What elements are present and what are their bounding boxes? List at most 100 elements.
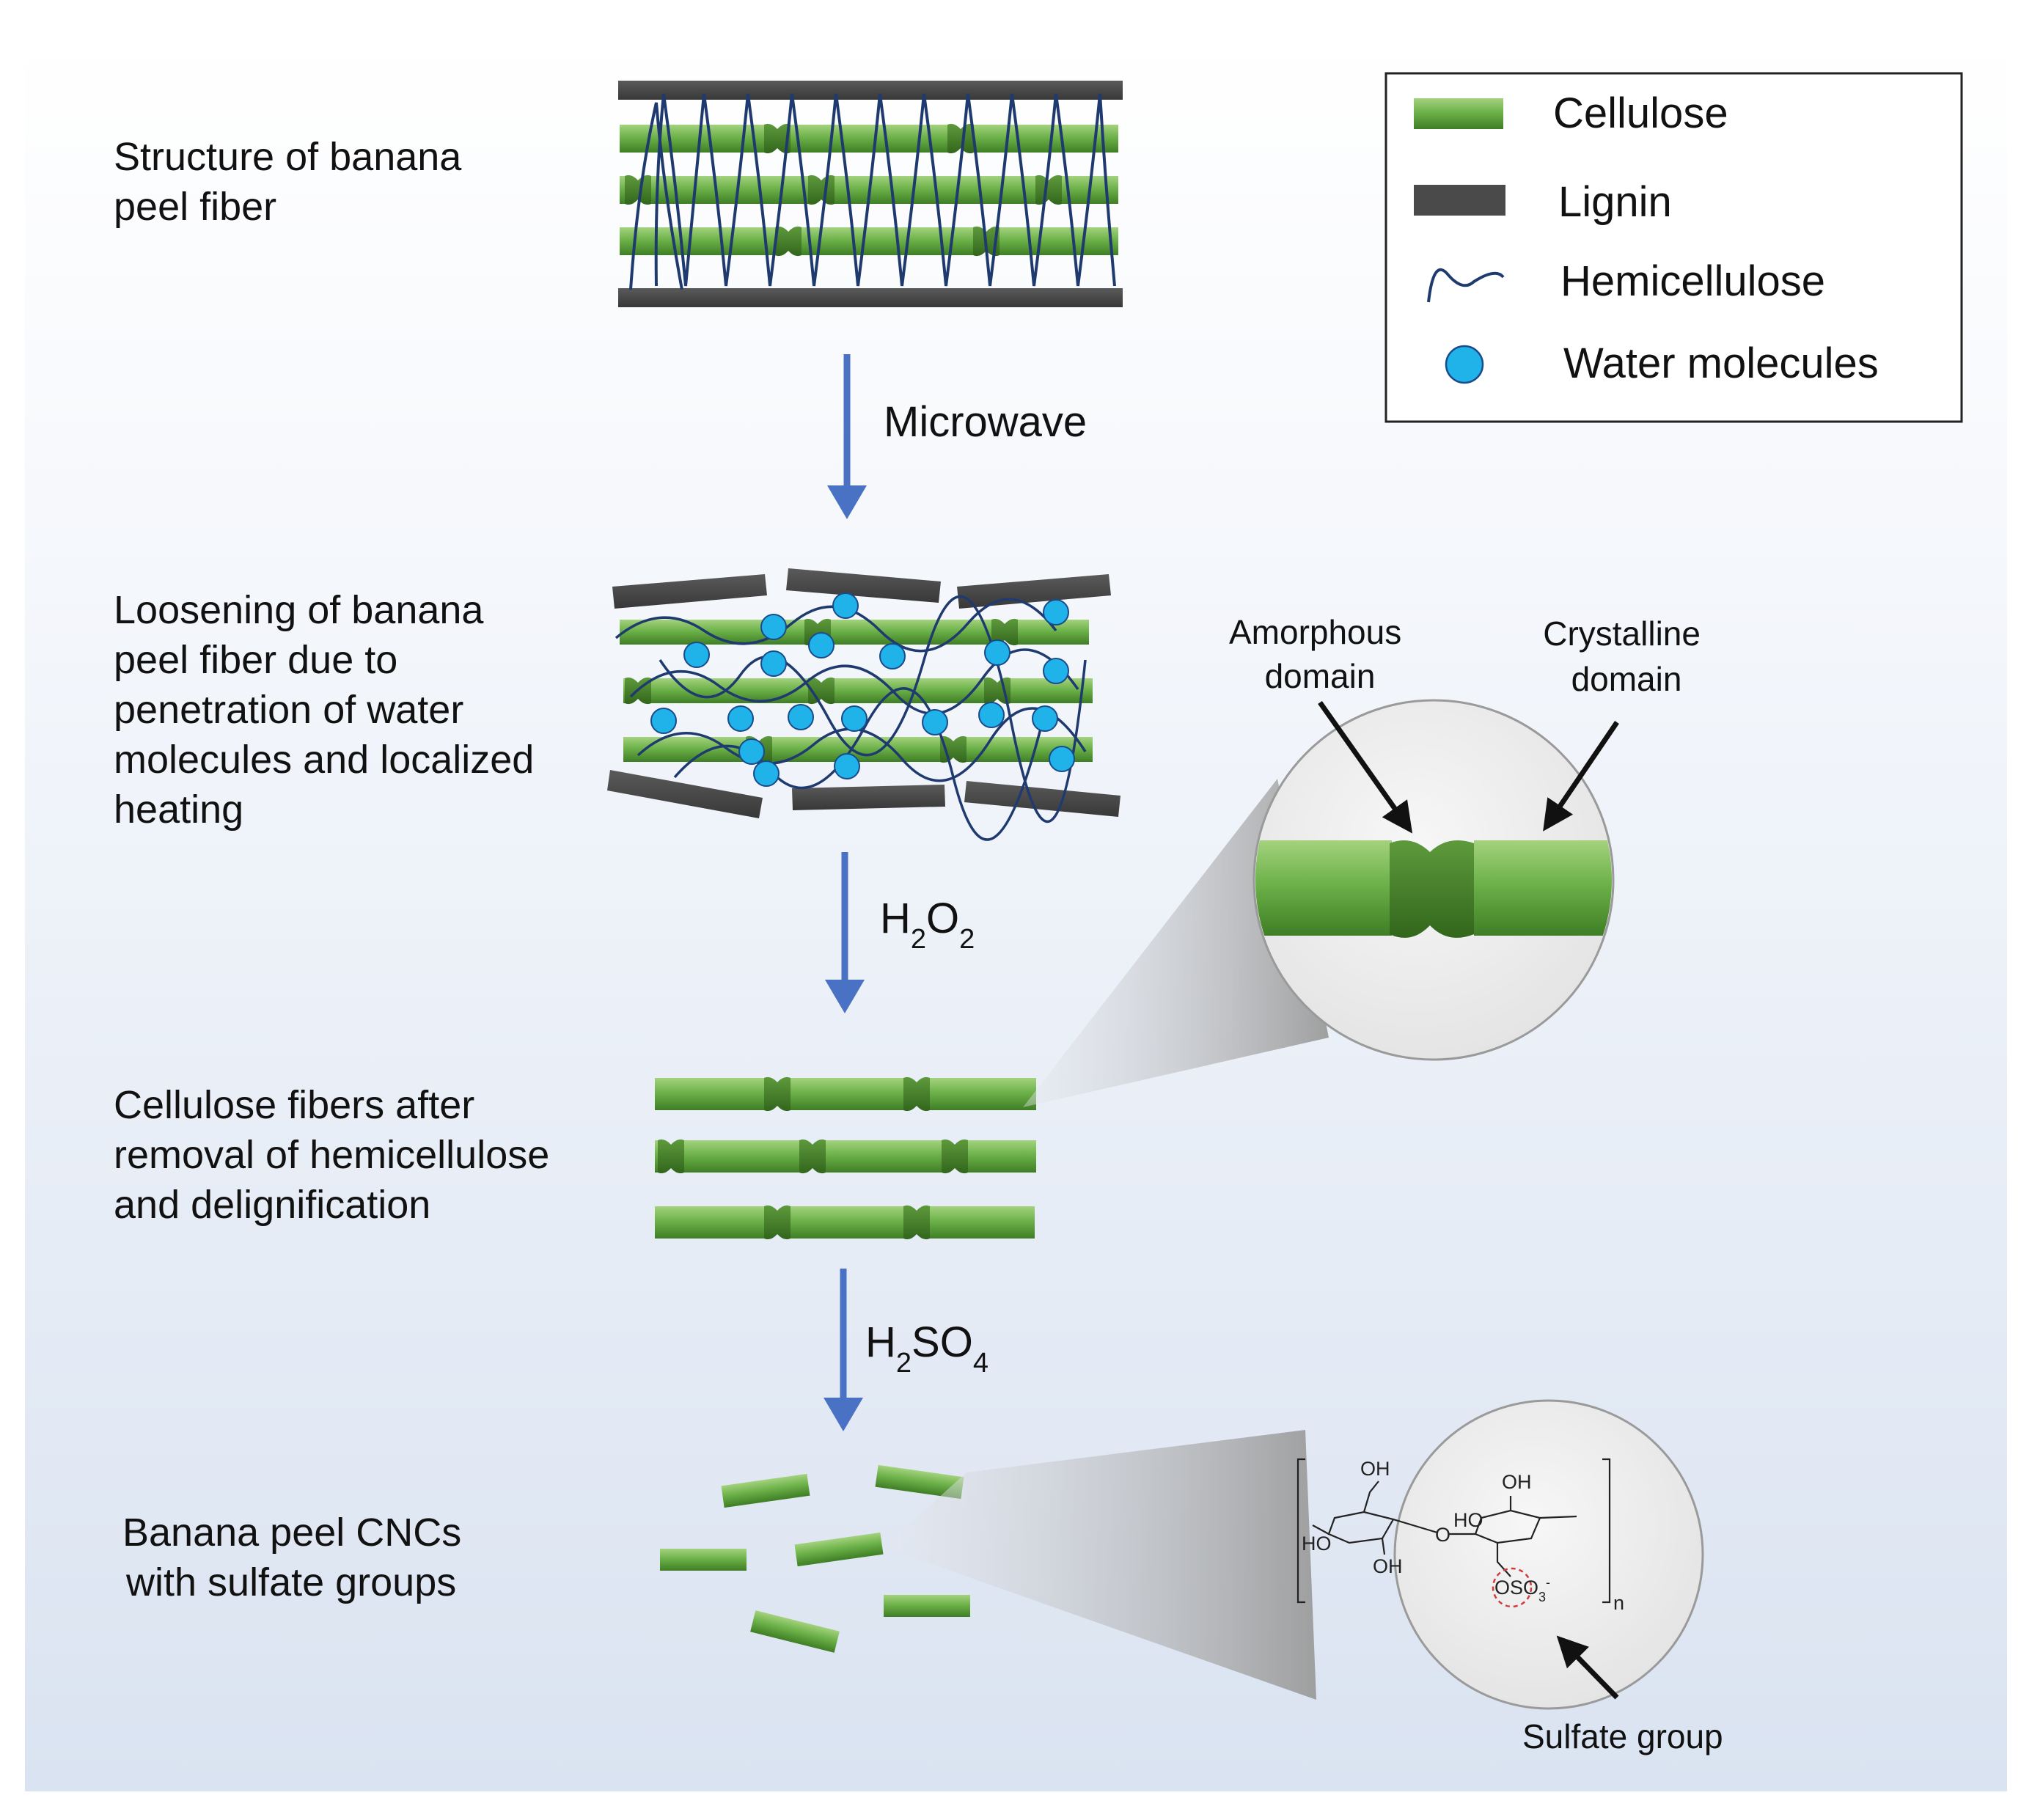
water-molecule bbox=[808, 632, 835, 658]
crystalline-segment bbox=[651, 678, 808, 703]
step3-label: Cellulose fibers after removal of hemice… bbox=[114, 1083, 560, 1227]
crystalline-segment bbox=[620, 176, 625, 204]
crystalline-segment bbox=[1255, 840, 1392, 936]
amorphous-segment bbox=[764, 1076, 791, 1112]
crystalline-pointer-arrow bbox=[1543, 721, 1619, 832]
lignin-bar bbox=[618, 81, 1123, 100]
hemicellulose-strand bbox=[659, 595, 1087, 823]
cnc-fragment bbox=[750, 1610, 840, 1653]
zoom-cone-2 bbox=[884, 1430, 1316, 1700]
water-molecule bbox=[1043, 658, 1069, 684]
cnc-fragments-illustration bbox=[660, 1464, 970, 1653]
lignin-bar bbox=[612, 574, 767, 609]
water-molecule bbox=[1043, 599, 1069, 625]
crystalline-segment bbox=[623, 678, 625, 703]
water-molecule bbox=[1032, 705, 1058, 732]
h2so4-label: H2SO4 bbox=[865, 1318, 989, 1379]
cellulose-repeat-unit-structure bbox=[1296, 1458, 1611, 1608]
amorphous-segment bbox=[658, 1139, 684, 1174]
amorphous-segment bbox=[903, 1205, 930, 1240]
water-molecule bbox=[683, 642, 710, 668]
lignin-bar bbox=[957, 574, 1111, 609]
cnc-fragment bbox=[660, 1549, 747, 1571]
cellulose-fibers-illustration bbox=[655, 1076, 1036, 1240]
water-molecule bbox=[760, 650, 787, 677]
hemicellulose-strand bbox=[629, 102, 683, 290]
water-molecule bbox=[753, 760, 780, 787]
fiber-structure-illustration bbox=[618, 81, 1123, 307]
water-molecule bbox=[832, 592, 859, 619]
amorphous-segment bbox=[764, 123, 791, 154]
step4-label: Banana peel CNCs with sulfate groups bbox=[122, 1511, 472, 1604]
svg-text:n: n bbox=[1613, 1592, 1624, 1614]
crystalline-segment bbox=[791, 1206, 903, 1239]
svg-text:OH: OH bbox=[1373, 1555, 1403, 1577]
water-molecule bbox=[738, 738, 765, 765]
chemistry-labels: OH OH HO OH HO O OSO3- n bbox=[1302, 1458, 1624, 1614]
zoom-circle-chemistry bbox=[1393, 1399, 1704, 1710]
lignin-bar bbox=[786, 568, 941, 603]
amorphous-segment bbox=[942, 1139, 968, 1174]
hemicellulose-strand bbox=[637, 707, 1087, 782]
arrow-microwave bbox=[827, 354, 867, 519]
amorphous-segment bbox=[764, 1205, 791, 1240]
hemicellulose-wave-icon bbox=[1427, 268, 1505, 303]
svg-text:O: O bbox=[1435, 1524, 1450, 1546]
legend-label-water: Water molecules bbox=[1563, 340, 1879, 387]
crystalline-segment bbox=[930, 1206, 1035, 1239]
amorphous-segment bbox=[625, 175, 651, 205]
water-molecule bbox=[727, 705, 754, 732]
loosened-fiber-illustration bbox=[607, 568, 1120, 841]
water-molecule bbox=[788, 704, 814, 730]
step2-label: Loosening of banana peel fiber due to pe… bbox=[114, 588, 545, 832]
crystalline-segment bbox=[791, 125, 947, 153]
lignin-bar bbox=[618, 288, 1123, 307]
amorphous-segment bbox=[947, 123, 974, 154]
lignin-bar bbox=[792, 785, 945, 810]
svg-text:OH: OH bbox=[1502, 1471, 1532, 1493]
svg-text:OSO3-: OSO3- bbox=[1494, 1575, 1550, 1604]
arrow-h2o2 bbox=[825, 852, 865, 1013]
water-molecule bbox=[650, 708, 677, 734]
water-molecule bbox=[760, 614, 787, 640]
water-molecule bbox=[978, 702, 1005, 728]
legend-label-hemicellulose: Hemicellulose bbox=[1560, 257, 1825, 305]
water-molecule-icon bbox=[1445, 345, 1484, 384]
water-molecule bbox=[841, 705, 868, 732]
step1-label: Structure of banana peel fiber bbox=[114, 135, 472, 229]
amorphous-segment bbox=[775, 226, 802, 257]
sulfate-group-label: Sulfate group bbox=[1522, 1717, 1723, 1755]
svg-text:OH: OH bbox=[1360, 1458, 1390, 1480]
crystalline-segment bbox=[930, 1078, 1036, 1110]
crystalline-segment bbox=[968, 1140, 1036, 1173]
legend: Cellulose Lignin Hemicellulose Water mol… bbox=[1384, 72, 1963, 423]
legend-label-lignin: Lignin bbox=[1558, 178, 1672, 226]
water-molecule bbox=[1049, 746, 1075, 772]
amorphous-segment bbox=[799, 1139, 826, 1174]
svg-text:HO: HO bbox=[1453, 1509, 1483, 1531]
water-molecule bbox=[984, 639, 1011, 666]
lignin-bar bbox=[964, 781, 1120, 817]
cnc-fragment bbox=[794, 1532, 884, 1567]
amorphous-segment bbox=[808, 677, 835, 705]
lignin-bar bbox=[607, 770, 763, 818]
crystalline-segment bbox=[620, 125, 764, 153]
sulfate-pointer-arrow bbox=[1556, 1635, 1619, 1700]
water-molecule bbox=[834, 753, 860, 779]
crystalline-segment bbox=[684, 1140, 799, 1173]
crystalline-segment bbox=[1000, 227, 1118, 255]
crystalline-segment bbox=[831, 620, 991, 645]
crystalline-segment bbox=[655, 1140, 658, 1173]
amorphous-pointer-arrow bbox=[1318, 700, 1413, 834]
arrow-h2so4 bbox=[824, 1269, 863, 1431]
crystalline-segment bbox=[655, 1078, 764, 1110]
amorphous-segment bbox=[903, 1076, 930, 1112]
microwave-label: Microwave bbox=[884, 398, 1087, 446]
cnc-fragment bbox=[875, 1464, 964, 1500]
water-molecule bbox=[922, 709, 948, 735]
cnc-fragment bbox=[721, 1473, 810, 1508]
zoom-circle-amorphous bbox=[1252, 699, 1615, 1061]
cnc-fragment bbox=[884, 1595, 970, 1617]
cellulose-bar-icon bbox=[1414, 98, 1503, 129]
amorphous-domain-label: Amorphous domain bbox=[1229, 613, 1411, 695]
